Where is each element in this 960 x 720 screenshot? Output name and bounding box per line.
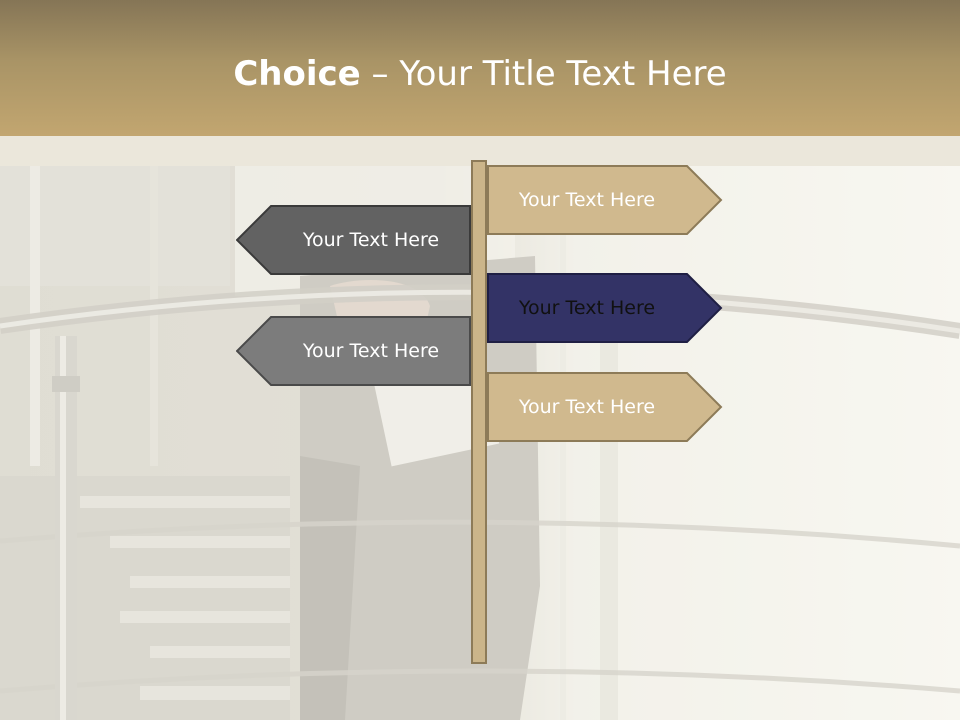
signpost-arrow-right-3[interactable]: Your Text Here (487, 372, 723, 442)
sign-label: Your Text Here (302, 229, 440, 251)
title-rest: – Your Title Text Here (360, 54, 727, 94)
right-arrow-sign-shape-icon (487, 372, 723, 442)
signpost-pole (471, 160, 487, 664)
left-arrow-sign-shape-icon (236, 205, 471, 275)
signpost-arrow-left-2[interactable]: Your Text Here (236, 316, 471, 386)
slide-title: Choice – Your Title Text Here (0, 50, 960, 98)
signpost-arrow-left-1[interactable]: Your Text Here (236, 205, 471, 275)
signpost-arrow-right-2[interactable]: Your Text Here (487, 273, 723, 343)
signpost-arrow-right-1[interactable]: Your Text Here (487, 165, 723, 235)
title-bold-word: Choice (233, 54, 361, 94)
sign-label: Your Text Here (518, 189, 656, 211)
right-arrow-sign-shape-icon (487, 165, 723, 235)
sign-label: Your Text Here (302, 340, 440, 362)
left-arrow-sign-shape-icon (236, 316, 471, 386)
right-arrow-sign-shape-icon (487, 273, 723, 343)
sign-label: Your Text Here (518, 396, 656, 418)
sign-label: Your Text Here (518, 297, 656, 319)
title-banner: Choice – Your Title Text Here (0, 0, 960, 136)
